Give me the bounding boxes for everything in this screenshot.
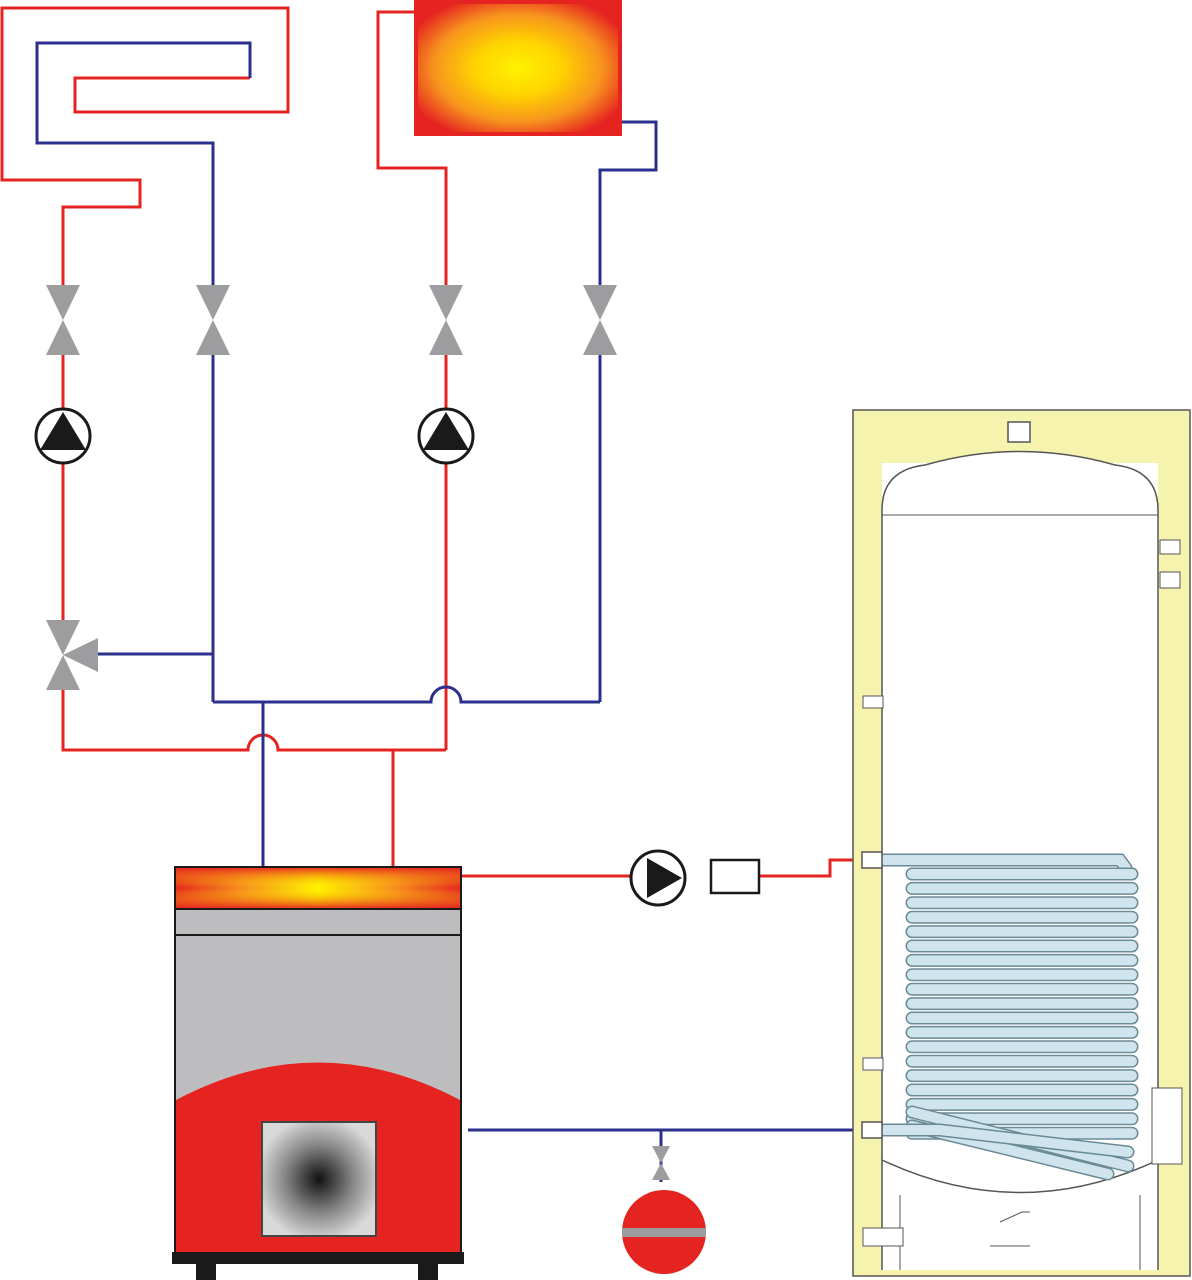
radiator-return-pipe	[598, 120, 658, 290]
shutoff-valve-icon	[652, 1146, 670, 1163]
coil-inlet-port	[861, 851, 883, 869]
expansion-vessel	[622, 1190, 706, 1274]
pump-tank-charging[interactable]	[629, 849, 687, 907]
three-way-valve-icon	[46, 620, 80, 655]
underfloor-supply-pipe	[0, 6, 290, 290]
pump-underfloor[interactable]	[34, 407, 92, 465]
tank-top-outlet	[1007, 421, 1031, 443]
shutoff-valve-expansion[interactable]	[652, 1146, 670, 1180]
tank-charging-line	[462, 858, 862, 1182]
shutoff-valve-icon	[196, 285, 230, 320]
shutoff-valve-icon	[583, 285, 617, 320]
check-valve-box	[709, 858, 761, 895]
circulation-pump-icon	[423, 412, 469, 450]
boiler-firebox-door	[261, 1121, 377, 1237]
radiator	[376, 0, 658, 290]
radiator-supply-pipe	[376, 10, 448, 290]
shutoff-valve-underfloor-supply[interactable]	[46, 285, 80, 355]
tank-heating-coil	[877, 853, 1139, 1181]
shutoff-valve-underfloor-return[interactable]	[196, 285, 230, 355]
boiler	[172, 866, 464, 1280]
coil-outlet-port	[861, 1121, 883, 1139]
shutoff-valve-radiator-supply[interactable]	[429, 285, 463, 355]
circulation-pump-icon	[40, 412, 86, 450]
shutoff-valve-icon	[46, 285, 80, 320]
shutoff-valve-radiator-return[interactable]	[583, 285, 617, 355]
circulation-pump-icon	[647, 858, 682, 898]
shutoff-valve-icon	[429, 285, 463, 320]
pump-radiator[interactable]	[417, 407, 475, 465]
underfloor-return-pipe	[35, 41, 252, 290]
hot-water-tank	[852, 409, 1191, 1277]
riser-pipes	[61, 350, 602, 868]
underfloor-heating-loop	[0, 6, 290, 290]
three-way-mixing-valve[interactable]	[46, 620, 98, 690]
